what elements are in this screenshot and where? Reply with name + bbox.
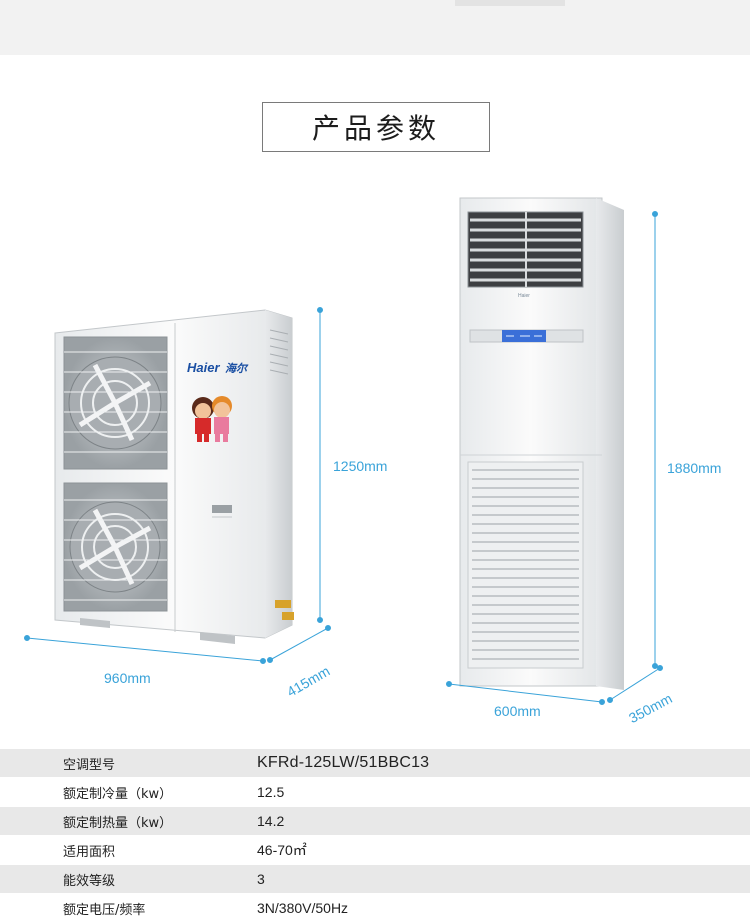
mascot-icon <box>192 396 232 442</box>
indoor-width-label: 600mm <box>494 703 541 719</box>
top-strip <box>0 0 750 55</box>
section-title: 产品参数 <box>262 102 490 152</box>
outdoor-height-label: 1250mm <box>333 458 388 474</box>
air-intake-grille <box>467 461 584 669</box>
spec-row-efficiency: 能效等级 3 <box>0 864 750 893</box>
spec-label: 适用面积 <box>63 844 116 860</box>
fan-grille-bottom <box>63 482 168 612</box>
spec-label: 额定电压/频率 <box>63 902 146 918</box>
spec-label: 额定制热量（kw） <box>63 815 173 831</box>
spec-value: 12.5 <box>257 784 285 800</box>
indoor-unit: Haier <box>446 197 663 705</box>
spec-row-area: 适用面积 46-70㎡ <box>0 835 750 864</box>
spec-label: 额定制冷量（kw） <box>63 786 173 802</box>
air-outlet-louvers <box>467 211 584 288</box>
top-strip-remnant <box>455 0 565 6</box>
spec-label: 能效等级 <box>63 873 116 889</box>
fan-grille-top <box>63 336 168 470</box>
brand-logo-cn: 海尔 <box>225 362 249 375</box>
spec-row-model: 空调型号 KFRd-125LW/51BBC13 <box>0 748 750 777</box>
spec-value: 3 <box>257 871 265 887</box>
brand-logo: Haier <box>187 360 220 375</box>
svg-text:Haier: Haier <box>518 293 530 299</box>
spec-row-heating: 额定制热量（kw） 14.2 <box>0 806 750 835</box>
indoor-height-label: 1880mm <box>667 460 722 476</box>
spec-table: 空调型号 KFRd-125LW/51BBC13 额定制冷量（kw） 12.5 额… <box>0 748 750 922</box>
spec-value: KFRd-125LW/51BBC13 <box>257 754 430 771</box>
spec-row-voltage: 额定电压/频率 3N/380V/50Hz <box>0 893 750 922</box>
outdoor-unit: Haier 海尔 <box>24 307 331 664</box>
spec-label: 空调型号 <box>63 757 116 773</box>
spec-value: 3N/380V/50Hz <box>257 900 349 916</box>
spec-row-cooling: 额定制冷量（kw） 12.5 <box>0 777 750 806</box>
product-illustration: Haier 海尔 <box>24 197 663 705</box>
spec-value: 46-70㎡ <box>257 842 307 858</box>
outdoor-width-label: 960mm <box>104 670 151 686</box>
spec-value: 14.2 <box>257 813 285 829</box>
